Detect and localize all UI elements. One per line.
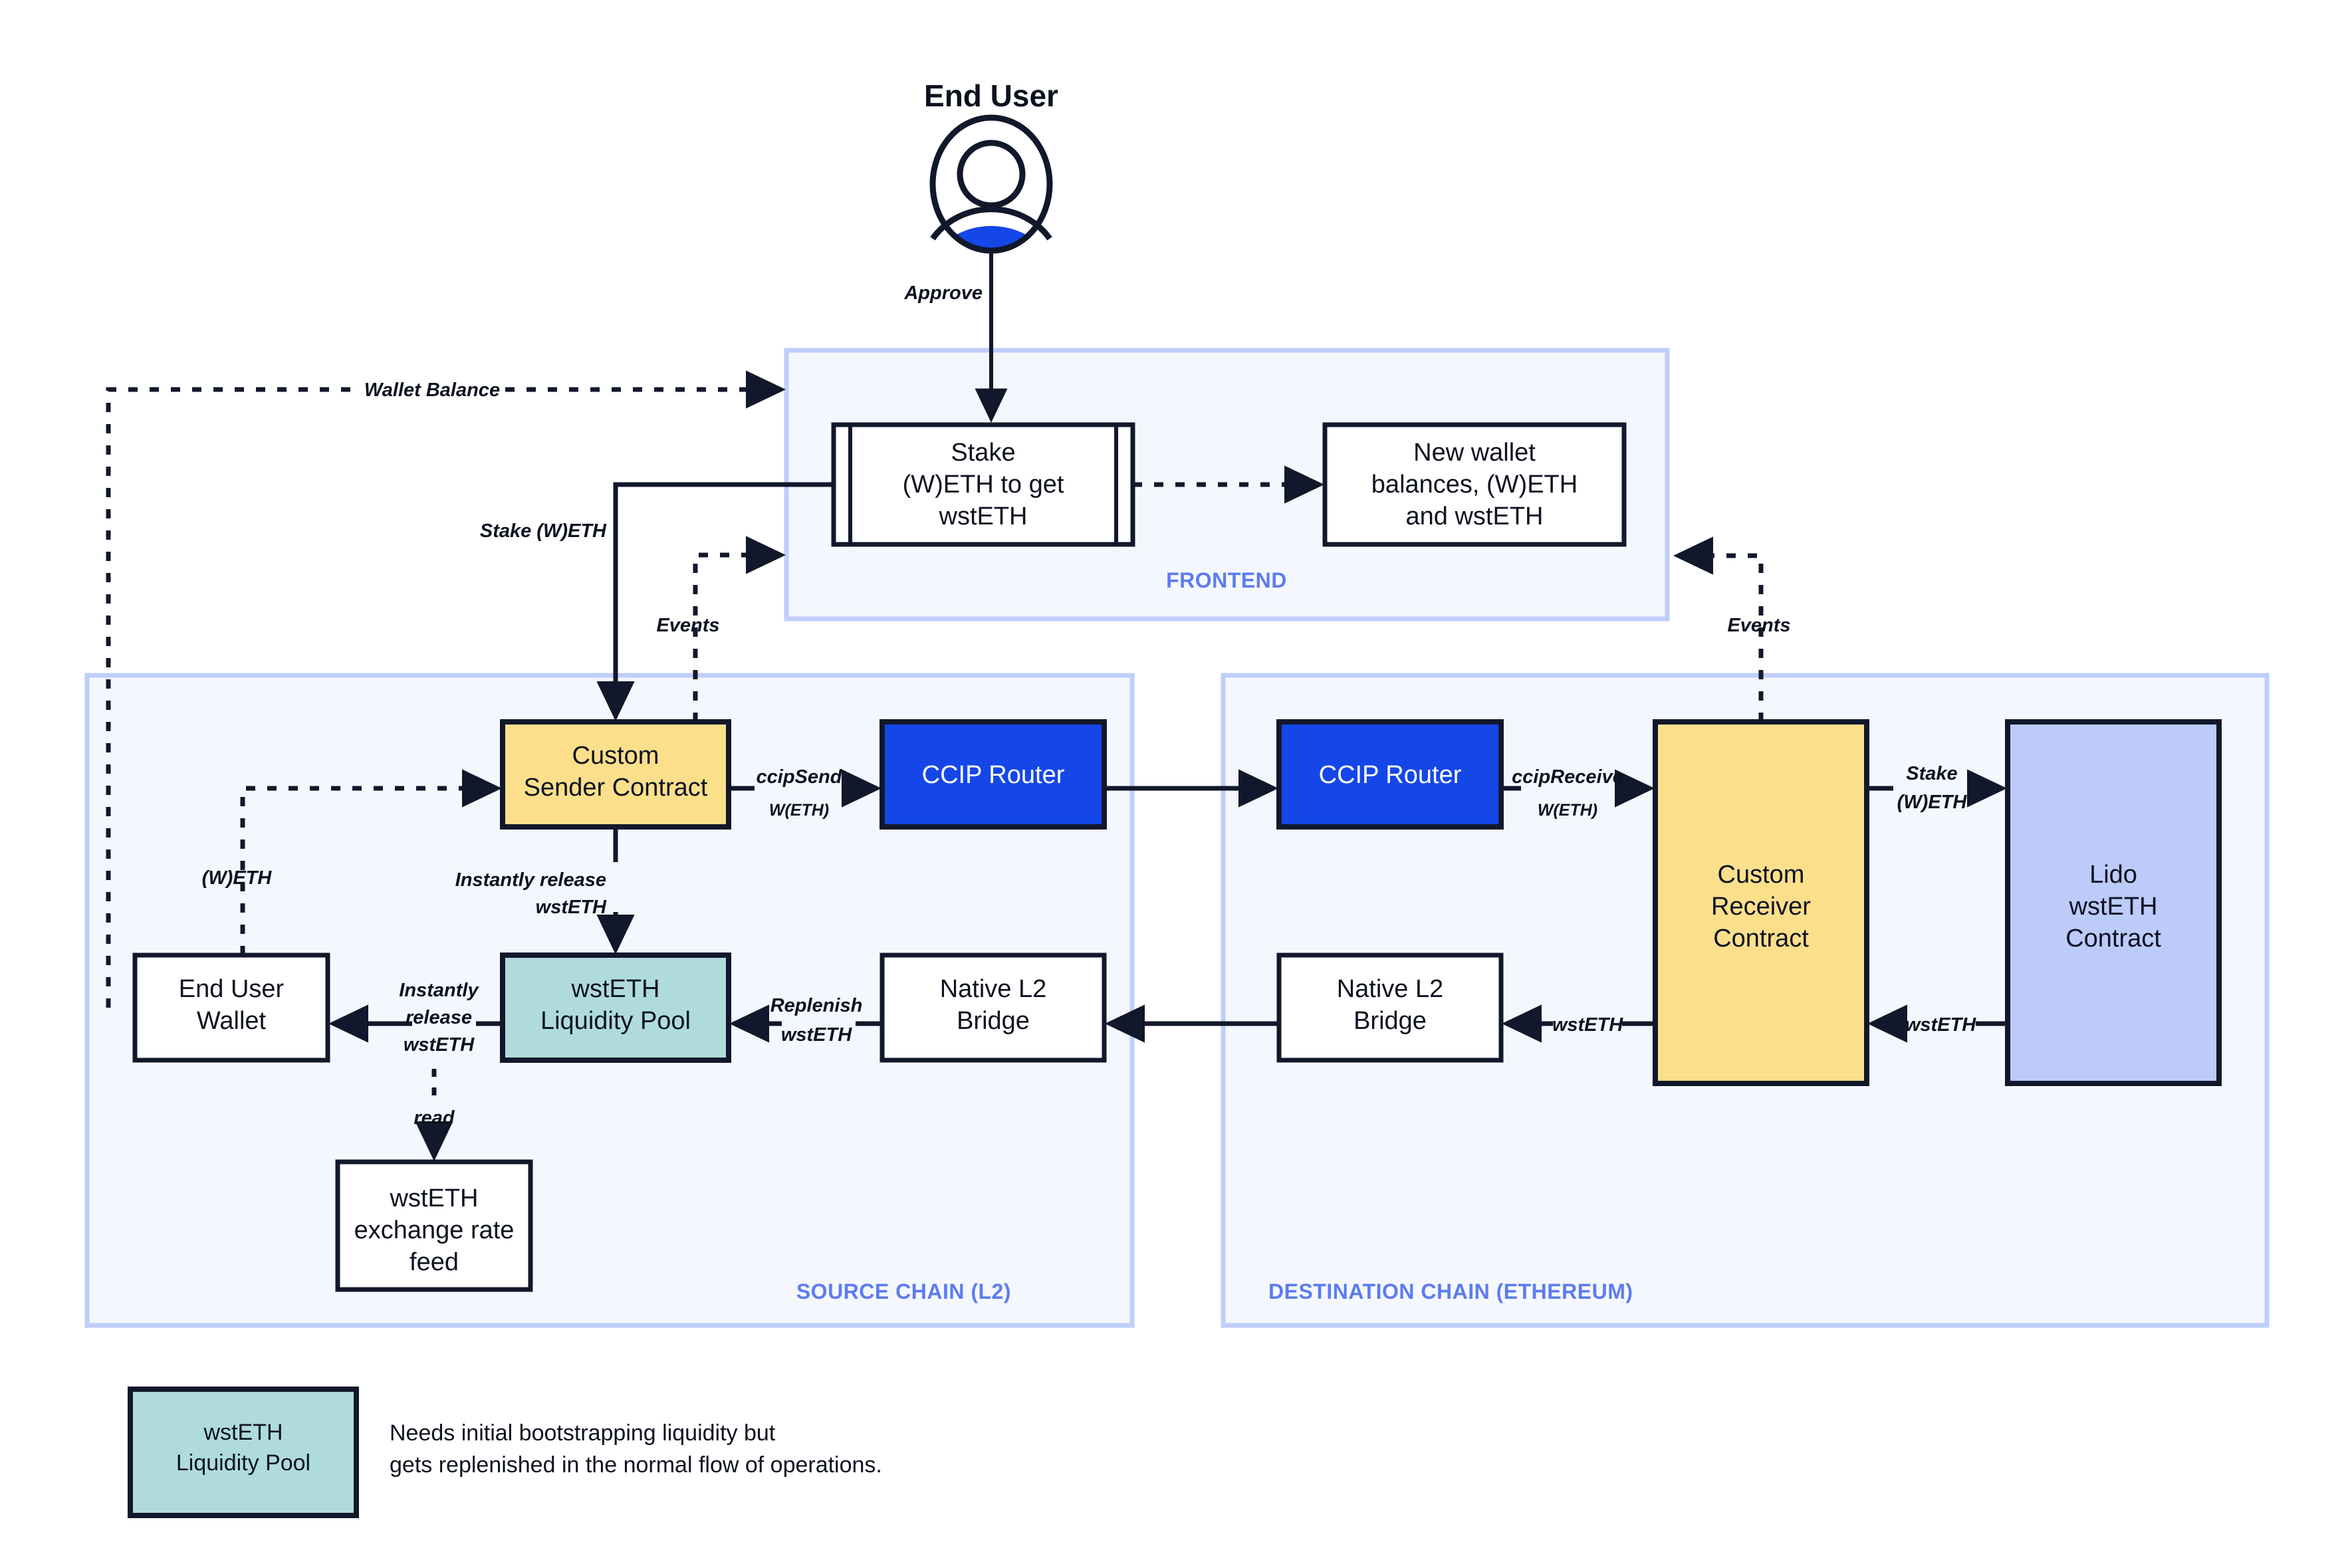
edge-wallet-balance: Wallet Balance [106, 370, 786, 1008]
page-title: End User [924, 78, 1058, 113]
node-wsteth-exchange-rate-feed[interactable]: wstETH exchange rate feed [335, 1159, 533, 1292]
edge-wsteth-1-label: wstETH [1905, 1014, 1976, 1036]
end-user-actor: End User [924, 78, 1058, 254]
node-custom-sender-line1: Custom [572, 742, 659, 770]
zone-source-chain-label: SOURCE CHAIN (L2) [796, 1280, 1011, 1303]
edge-release-wallet-line1: Instantly [399, 980, 479, 1001]
edge-approve: Approve [903, 251, 1008, 423]
node-lido-line1: Lido [2089, 861, 2137, 889]
edge-stake-weth-destination: Stake (W)ETH [1867, 763, 2008, 813]
node-ccip-router-destination-label: CCIP Router [1319, 761, 1462, 789]
edge-release-wallet-line3: wstETH [404, 1034, 475, 1056]
edge-events-left: Events [656, 536, 786, 722]
legend-note-line1: Needs initial bootstrapping liquidity bu… [390, 1420, 776, 1446]
edge-instantly-release-wallet: Instantly release wstETH [328, 980, 503, 1056]
node-end-user-wallet[interactable]: End User Wallet [132, 952, 330, 1063]
edge-wallet-balance-label: Wallet Balance [364, 380, 500, 401]
node-custom-receiver-line3: Contract [1713, 925, 1809, 952]
legend-box-line2: Liquidity Pool [176, 1450, 310, 1476]
edge-wsteth-receiver-to-bridge: wstETH [1501, 1004, 1655, 1043]
node-bridge-source-line2: Bridge [957, 1007, 1030, 1035]
edge-weth-left: (W)ETH [202, 769, 503, 955]
node-new-balances-line1: New wallet [1413, 439, 1536, 467]
node-end-user-wallet-line2: Wallet [197, 1007, 267, 1035]
edge-ccip-receive: ccipReceive W(ETH) [1501, 766, 1655, 820]
node-custom-sender-contract[interactable]: Custom Sender Contract [500, 719, 731, 830]
node-bridge-source-line1: Native L2 [940, 975, 1047, 1003]
edge-instantly-release-line2: wstETH [536, 897, 607, 918]
edge-read-label: read [413, 1107, 455, 1129]
node-bridge-destination-line1: Native L2 [1337, 975, 1444, 1003]
node-native-l2-bridge-destination[interactable]: Native L2 Bridge [1276, 952, 1504, 1063]
node-lido-line2: wstETH [2069, 893, 2158, 921]
node-new-balances-line2: balances, (W)ETH [1371, 471, 1578, 499]
edge-replenish-line2: wstETH [781, 1024, 852, 1046]
edge-events-right-label: Events [1727, 615, 1790, 636]
node-liquidity-pool-line1: wstETH [571, 975, 660, 1003]
legend-note-line2: gets replenished in the normal flow of o… [390, 1452, 882, 1478]
edge-wsteth-lido-to-receiver: wstETH [1867, 1004, 2008, 1043]
edge-ccip-receive-sublabel: W(ETH) [1538, 801, 1597, 820]
node-ccip-router-destination[interactable]: CCIP Router [1276, 719, 1504, 830]
edge-instantly-release-pool: Instantly release wstETH [455, 827, 635, 955]
node-custom-sender-line2: Sender Contract [524, 774, 708, 802]
edge-weth-left-label: (W)ETH [202, 867, 273, 889]
node-lido-wsteth-contract[interactable]: Lido wstETH Contract [2005, 719, 2222, 1086]
node-bridge-destination-line2: Bridge [1353, 1007, 1427, 1035]
node-ccip-router-source[interactable]: CCIP Router [880, 719, 1107, 830]
edge-stake-weth-dst-line2: (W)ETH [1897, 792, 1968, 813]
zone-frontend-label: FRONTEND [1166, 568, 1287, 592]
edge-replenish-wsteth: Replenish wstETH [729, 995, 882, 1046]
legend-box-line1: wstETH [203, 1420, 283, 1445]
node-new-balances[interactable]: New wallet balances, (W)ETH and wstETH [1322, 422, 1627, 547]
node-wsteth-liquidity-pool[interactable]: wstETH Liquidity Pool [500, 952, 731, 1063]
node-rate-feed-line3: feed [410, 1248, 459, 1276]
edge-instantly-release-line1: Instantly release [455, 869, 606, 891]
zone-destination-chain-label: DESTINATION CHAIN (ETHEREUM) [1268, 1280, 1633, 1303]
node-lido-line3: Contract [2065, 925, 2161, 952]
node-stake-form-line1: Stake [951, 439, 1015, 467]
node-new-balances-line3: and wstETH [1406, 503, 1544, 530]
node-stake-form[interactable]: Stake (W)ETH to get wstETH [831, 422, 1135, 547]
edge-stake-weth-dst-line1: Stake [1906, 763, 1957, 784]
node-custom-receiver-line2: Receiver [1711, 893, 1811, 921]
edge-ccip-send-label: ccipSend [757, 766, 843, 788]
node-native-l2-bridge-source[interactable]: Native L2 Bridge [880, 952, 1107, 1063]
edge-ccip-send-sublabel: W(ETH) [769, 801, 829, 820]
node-stake-form-line3: wstETH [939, 503, 1028, 530]
node-rate-feed-line1: wstETH [390, 1184, 479, 1212]
edge-stake-weth: Stake (W)ETH [480, 482, 834, 722]
node-rate-feed-line2: exchange rate [354, 1216, 515, 1244]
node-custom-receiver-line1: Custom [1718, 861, 1805, 889]
node-stake-form-line2: (W)ETH to get [903, 471, 1064, 499]
node-liquidity-pool-line2: Liquidity Pool [540, 1007, 691, 1035]
edge-ccip-receive-label: ccipReceive [1512, 766, 1623, 788]
edge-events-right: Events [1673, 536, 1791, 722]
node-ccip-router-source-label: CCIP Router [922, 761, 1065, 789]
edge-ccip-send: ccipSend W(ETH) [729, 766, 882, 820]
edge-release-wallet-line2: release [406, 1007, 472, 1028]
edge-events-left-label: Events [656, 615, 719, 636]
edge-replenish-line1: Replenish [770, 995, 863, 1016]
edge-wsteth-2-label: wstETH [1552, 1014, 1623, 1036]
node-end-user-wallet-line1: End User [179, 975, 285, 1003]
edge-stake-weth-label: Stake (W)ETH [480, 520, 607, 542]
legend: wstETH Liquidity Pool Needs initial boot… [128, 1387, 882, 1518]
edge-approve-label: Approve [903, 282, 983, 304]
edge-read-rate-feed: read [413, 1069, 455, 1162]
node-custom-receiver-contract[interactable]: Custom Receiver Contract [1653, 719, 1869, 1086]
